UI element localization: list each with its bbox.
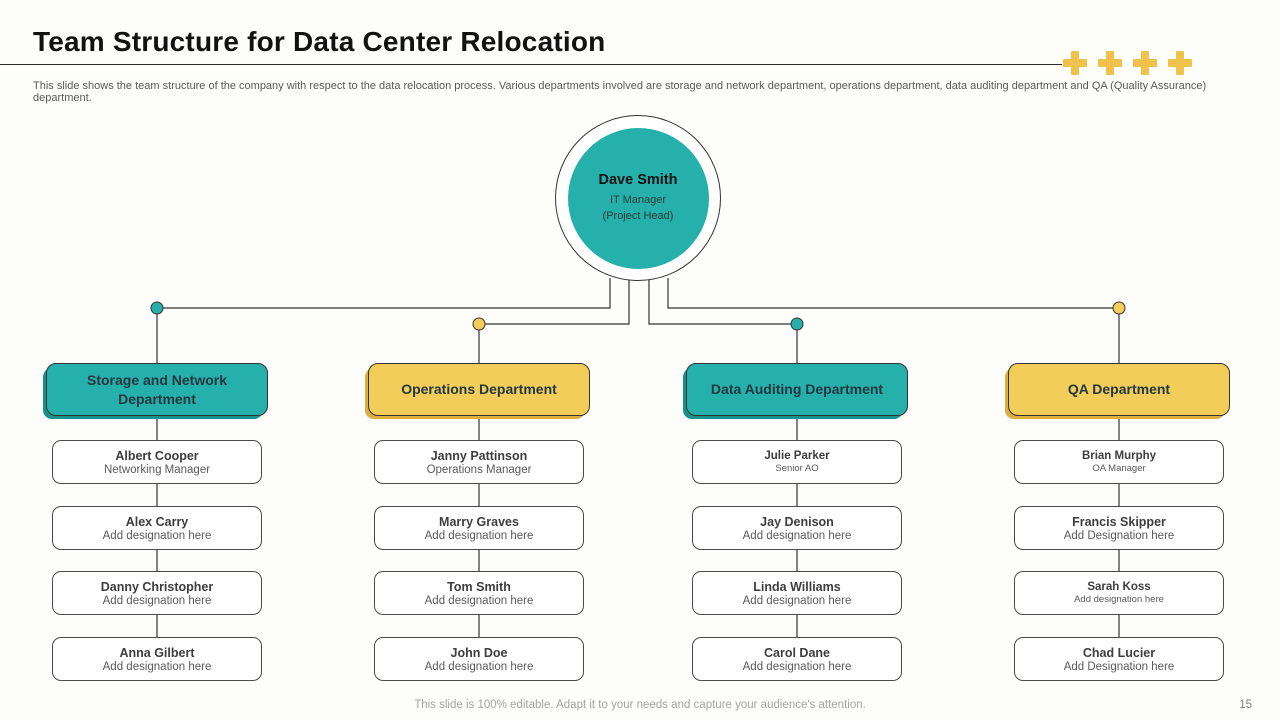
member-designation: Add Designation here — [1063, 660, 1175, 673]
plus-icon — [1098, 51, 1122, 75]
member-designation: Networking Manager — [103, 463, 211, 476]
plus-icon — [1168, 51, 1192, 75]
member-designation: Add designation here — [742, 594, 852, 607]
member-card: Brian Murphy OA Manager — [1014, 440, 1224, 484]
member-card: Janny Pattinson Operations Manager — [374, 440, 584, 484]
member-name: Francis Skipper — [1072, 514, 1166, 529]
member-designation: Senior AO — [775, 463, 819, 474]
member-name: Albert Cooper — [115, 448, 199, 463]
member-name: Alex Carry — [125, 514, 189, 529]
dept-header-storage-network: Storage and Network Department — [46, 363, 268, 416]
member-designation: Operations Manager — [426, 463, 532, 476]
member-designation: Add designation here — [102, 660, 212, 673]
connector-dot-auditing — [790, 317, 804, 331]
member-card: Anna Gilbert Add designation here — [52, 637, 262, 681]
connector-root-to-storage — [157, 278, 611, 309]
member-designation: Add designation here — [102, 594, 212, 607]
member-name: Carol Dane — [764, 645, 830, 660]
dept-header-qa: QA Department — [1008, 363, 1230, 416]
root-name: Dave Smith — [598, 171, 678, 188]
member-designation: Add designation here — [424, 529, 534, 542]
member-name: Janny Pattinson — [430, 448, 528, 463]
member-card: Sarah Koss Add designation here — [1014, 571, 1224, 615]
plus-icon — [1063, 51, 1087, 75]
member-designation: Add designation here — [742, 529, 852, 542]
member-card: Alex Carry Add designation here — [52, 506, 262, 550]
member-designation: OA Manager — [1092, 463, 1146, 474]
member-designation: Add designation here — [1074, 594, 1164, 605]
connector-root-to-auditing — [648, 278, 797, 325]
page-number: 15 — [1239, 699, 1252, 711]
connector-root-to-operations — [479, 278, 630, 325]
member-card: Tom Smith Add designation here — [374, 571, 584, 615]
member-name: John Doe — [450, 645, 508, 660]
slide-description: This slide shows the team structure of t… — [33, 80, 1207, 104]
root-node-project-head: Dave Smith IT Manager (Project Head) — [555, 115, 721, 281]
member-card: Julie Parker Senior AO — [692, 440, 902, 484]
member-name: Tom Smith — [447, 579, 511, 594]
dept-header-operations: Operations Department — [368, 363, 590, 416]
page-title: Team Structure for Data Center Relocatio… — [33, 26, 606, 57]
member-designation: Add designation here — [424, 660, 534, 673]
member-card: Danny Christopher Add designation here — [52, 571, 262, 615]
connector-root-to-qa — [667, 278, 1119, 309]
member-name: Chad Lucier — [1082, 645, 1156, 660]
member-name: Julie Parker — [764, 450, 830, 462]
root-role-line1: IT Manager — [609, 193, 667, 206]
member-name: Linda Williams — [753, 579, 841, 594]
member-designation: Add designation here — [742, 660, 852, 673]
dept-header-data-auditing: Data Auditing Department — [686, 363, 908, 416]
member-card: Jay Denison Add designation here — [692, 506, 902, 550]
connector-dot-operations — [472, 317, 486, 331]
root-role-line2: (Project Head) — [602, 209, 674, 222]
member-name: Danny Christopher — [100, 579, 214, 594]
member-card: Carol Dane Add designation here — [692, 637, 902, 681]
member-card: Francis Skipper Add Designation here — [1014, 506, 1224, 550]
decorative-plus-row — [1063, 51, 1192, 75]
member-designation: Add designation here — [102, 529, 212, 542]
connector-dot-qa — [1112, 301, 1126, 315]
member-name: Sarah Koss — [1087, 581, 1151, 593]
member-name: Anna Gilbert — [119, 645, 195, 660]
root-role: IT Manager (Project Head) — [603, 193, 674, 225]
member-card: John Doe Add designation here — [374, 637, 584, 681]
member-name: Jay Denison — [760, 514, 834, 529]
member-designation: Add Designation here — [1063, 529, 1175, 542]
member-card: Albert Cooper Networking Manager — [52, 440, 262, 484]
footer-note: This slide is 100% editable. Adapt it to… — [414, 699, 866, 711]
member-card: Linda Williams Add designation here — [692, 571, 902, 615]
member-name: Brian Murphy — [1081, 450, 1157, 462]
member-designation: Add designation here — [424, 594, 534, 607]
member-card: Marry Graves Add designation here — [374, 506, 584, 550]
member-name: Marry Graves — [439, 514, 519, 529]
plus-icon — [1133, 51, 1157, 75]
connector-dot-storage — [150, 301, 164, 315]
title-divider — [0, 64, 1062, 65]
member-card: Chad Lucier Add Designation here — [1014, 637, 1224, 681]
root-node-circle: Dave Smith IT Manager (Project Head) — [567, 127, 709, 269]
